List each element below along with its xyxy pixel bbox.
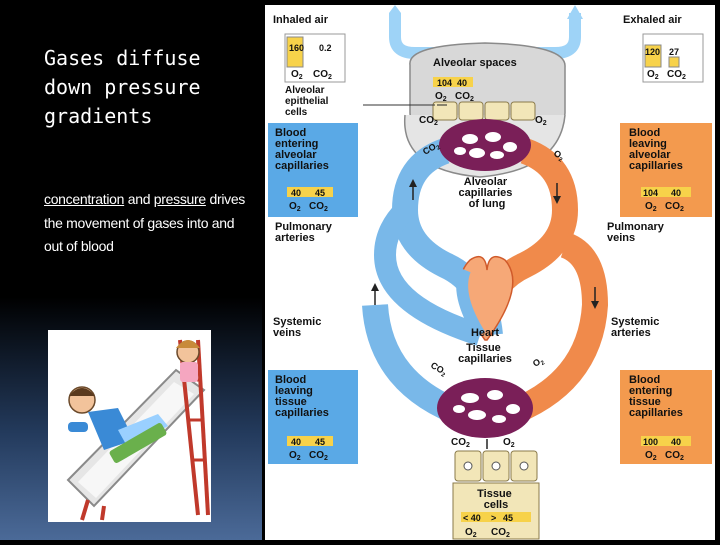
entering-tissue-co2-value: 40 [671, 437, 681, 447]
blood-leaving-alveolar-label: Blood leaving alveolar capillaries [629, 127, 683, 172]
tissue-cells-label: Tissue cells [477, 488, 515, 511]
o2-tissue-cells: O2 [503, 437, 515, 449]
alveolar-epithelial-label: Alveolar epithelial cells [285, 85, 331, 118]
inhaled-co2-value: 0.2 [319, 43, 332, 53]
co2-tissue-cells: CO2 [451, 437, 470, 449]
entering-tissue-o2-value: 100 [643, 437, 658, 447]
tissue-capillaries-label: Tissue capillaries [458, 342, 512, 365]
leaving-alv-o2-value: 104 [643, 188, 658, 198]
inhaled-o2-label: O2 [291, 69, 303, 81]
exhaled-air-label: Exhaled air [623, 14, 682, 26]
entering-tissue-co2-label: CO2 [665, 450, 684, 462]
leaving-tissue-co2-value: 45 [315, 437, 325, 447]
exhaled-co2-value: 27 [669, 47, 679, 57]
leaving-alv-co2-value: 40 [671, 188, 681, 198]
exhaled-co2-label: CO2 [667, 69, 686, 81]
entering-alv-o2-label: O2 [289, 201, 301, 213]
child-on-slide-clipart [48, 330, 211, 522]
tissue-cells-o2-value: < 40 [463, 513, 481, 523]
alveolar-capillaries-label: Alveolar capillaries of lung [459, 176, 516, 210]
inhaled-co2-label: CO2 [313, 69, 332, 81]
entering-alv-co2-label: CO2 [309, 201, 328, 213]
alveolar-co2-label: CO2 [455, 91, 474, 103]
pressure-link[interactable]: pressure [153, 191, 206, 207]
slide-title: Gases diffuse down pressure gradients [44, 46, 201, 128]
concentration-link[interactable]: concentration [44, 191, 125, 207]
leaving-alv-co2-label: CO2 [665, 201, 684, 213]
o2-tissue-capillary: O2 [531, 355, 547, 371]
alveolar-spaces-label: Alveolar spaces [433, 57, 517, 69]
tissue-cells-co2-value: 45 [503, 513, 513, 523]
entering-alv-o2-value: 40 [291, 188, 301, 198]
inhaled-air-label: Inhaled air [273, 14, 329, 26]
body-text-part2: drives the movement of gases into and ou… [44, 191, 246, 254]
heart-label: Heart [471, 327, 499, 339]
body-text-part1: and [124, 191, 154, 207]
leaving-tissue-co2-label: CO2 [309, 450, 328, 462]
o2-alveolar-right: O2 [535, 115, 547, 127]
blood-entering-alveolar-label: Blood entering alveolar capillaries [275, 127, 329, 172]
entering-alv-co2-value: 45 [315, 188, 325, 198]
pulmonary-arteries-label: Pulmonary arteries [275, 221, 335, 244]
pulmonary-veins-label: Pulmonary veins [607, 221, 667, 244]
exhaled-o2-value: 120 [645, 47, 660, 57]
entering-tissue-o2-label: O2 [645, 450, 657, 462]
slide-body-text: concentration and pressure drives the mo… [44, 188, 249, 259]
blood-leaving-alveolar-box [620, 123, 712, 217]
leaving-alv-o2-label: O2 [645, 201, 657, 213]
blood-leaving-tissue-label: Blood leaving tissue capillaries [275, 374, 329, 419]
leaving-tissue-o2-label: O2 [289, 450, 301, 462]
blood-entering-alveolar-box [268, 123, 358, 217]
leaving-tissue-o2-value: 40 [291, 437, 301, 447]
co2-alveolar-left: CO2 [419, 115, 438, 127]
blood-entering-tissue-label: Blood entering tissue capillaries [629, 374, 683, 419]
systemic-arteries-label: Systemic arteries [611, 316, 662, 339]
exhaled-o2-label: O2 [647, 69, 659, 81]
blood-leaving-tissue-box [268, 370, 358, 464]
o2-alveolar-capillary: O2 [551, 148, 567, 164]
inhaled-o2-value: 160 [289, 43, 304, 53]
systemic-veins-label: Systemic veins [273, 316, 324, 339]
alveolar-co2-value: 40 [457, 78, 467, 88]
co2-tissue-capillary: CO2 [428, 360, 449, 379]
tissue-cells-compare: > [491, 513, 496, 523]
gas-exchange-diagram: Inhaled air 160 0.2 O2 CO2 Alveolar spac… [265, 5, 715, 540]
alveolar-o2-label: O2 [435, 91, 447, 103]
blood-entering-tissue-box [620, 370, 712, 464]
tissue-cells-o2-label: O2 [465, 527, 477, 539]
alveolar-o2-value: 104 [437, 78, 452, 88]
tissue-cells-co2-label: CO2 [491, 527, 510, 539]
